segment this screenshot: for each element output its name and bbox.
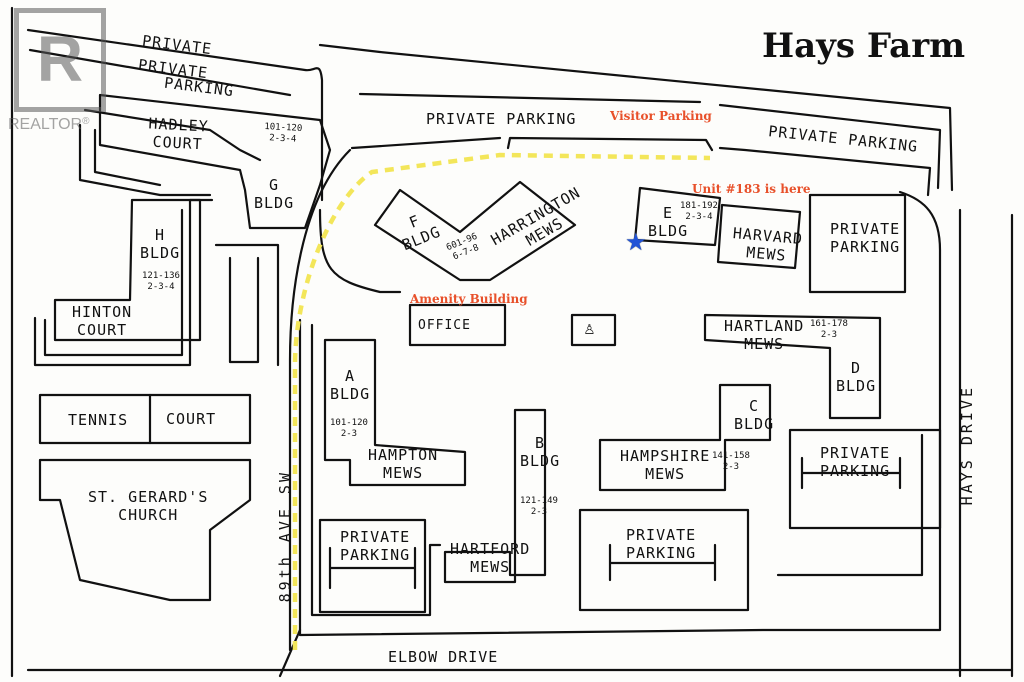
office-label: OFFICE: [418, 318, 471, 333]
hartland-mews-label: HARTLAND MEWS: [724, 317, 805, 353]
hampshire-mews-label: HAMPSHIRE MEWS: [620, 447, 711, 483]
top-road: [318, 43, 954, 192]
h-building: [53, 198, 202, 342]
private-parking-bottom-center: PRIVATE PARKING: [626, 526, 697, 562]
church-label: ST. GERARD'S CHURCH: [88, 488, 209, 524]
harvard-mews-label: HARVARD MEWS: [732, 224, 804, 265]
amenity-icon-box: [570, 313, 617, 347]
hartland-d-building: [703, 313, 882, 420]
h-bldg-label: H BLDG: [140, 226, 181, 262]
tennis-label: TENNIS: [68, 411, 129, 429]
hartland-units: 161-178 2-3: [810, 319, 848, 340]
e-bldg-label: E BLDG: [648, 204, 689, 240]
e-units: 181-192 2-3-4: [680, 201, 718, 222]
hampton-mews-label: HAMPTON MEWS: [368, 446, 439, 482]
hinton-court-label: HINTON COURT: [72, 303, 133, 339]
amenity-building-note: Amenity Building: [410, 292, 528, 306]
realtor-watermark: REALTOR®: [8, 116, 90, 133]
b-units: 121-149 2-3: [520, 496, 558, 517]
b-bldg-label: B BLDG: [520, 434, 561, 470]
star-icon: ★: [625, 230, 647, 256]
harvard-building: [716, 203, 802, 270]
tennis-court: [38, 393, 252, 445]
hartford-mews-label: HARTFORD MEWS: [450, 540, 531, 576]
private-parking-lower-right: PRIVATE PARKING: [820, 444, 891, 480]
a-units: 101-120 2-3: [330, 418, 368, 439]
f-harrington-building: [373, 180, 577, 282]
89th-ave-label: 89th AVE SW: [276, 470, 294, 603]
hays-drive-label: HAYS DRIVE: [958, 385, 976, 506]
a-bldg-label: A BLDG: [330, 367, 371, 403]
person-icon: ♙: [584, 318, 596, 339]
e-building: [633, 186, 722, 247]
c-bldg-label: C BLDG: [734, 397, 775, 433]
b-hartford-building: [443, 408, 547, 584]
g-bldg-label: G BLDG: [254, 176, 295, 212]
a-hampton-building: [323, 338, 467, 487]
hampshire-units: 141-158 2-3: [712, 451, 750, 472]
private-parking-right: PRIVATE PARKING: [830, 220, 901, 256]
private-parking-top-center: PRIVATE PARKING: [426, 110, 577, 128]
private-parking-bottom-left: PRIVATE PARKING: [340, 528, 411, 564]
lower-right-parking: [788, 428, 942, 530]
bottom-center-parking: [578, 508, 750, 612]
bottom-left-parking: [318, 518, 427, 614]
hadley-units: 101-120 2-3-4: [264, 122, 303, 145]
elbow-drive-label: ELBOW DRIVE: [388, 648, 499, 666]
court-label: COURT: [166, 410, 217, 428]
hadley-court-label: HADLEY COURT: [148, 114, 210, 154]
office-building: [408, 303, 507, 347]
visitor-parking-note: Visitor Parking: [610, 109, 712, 123]
h-units: 121-136 2-3-4: [142, 271, 180, 292]
d-bldg-label: D BLDG: [836, 359, 877, 395]
map-title: Hays Farm: [762, 26, 966, 66]
hadley-building: [98, 93, 332, 230]
c-hampshire-building: [598, 383, 772, 492]
unit-note: Unit #183 is here: [692, 182, 811, 196]
route-dashed-line: [292, 152, 711, 650]
church-building: [38, 458, 252, 602]
realtor-logo: R: [14, 8, 106, 112]
